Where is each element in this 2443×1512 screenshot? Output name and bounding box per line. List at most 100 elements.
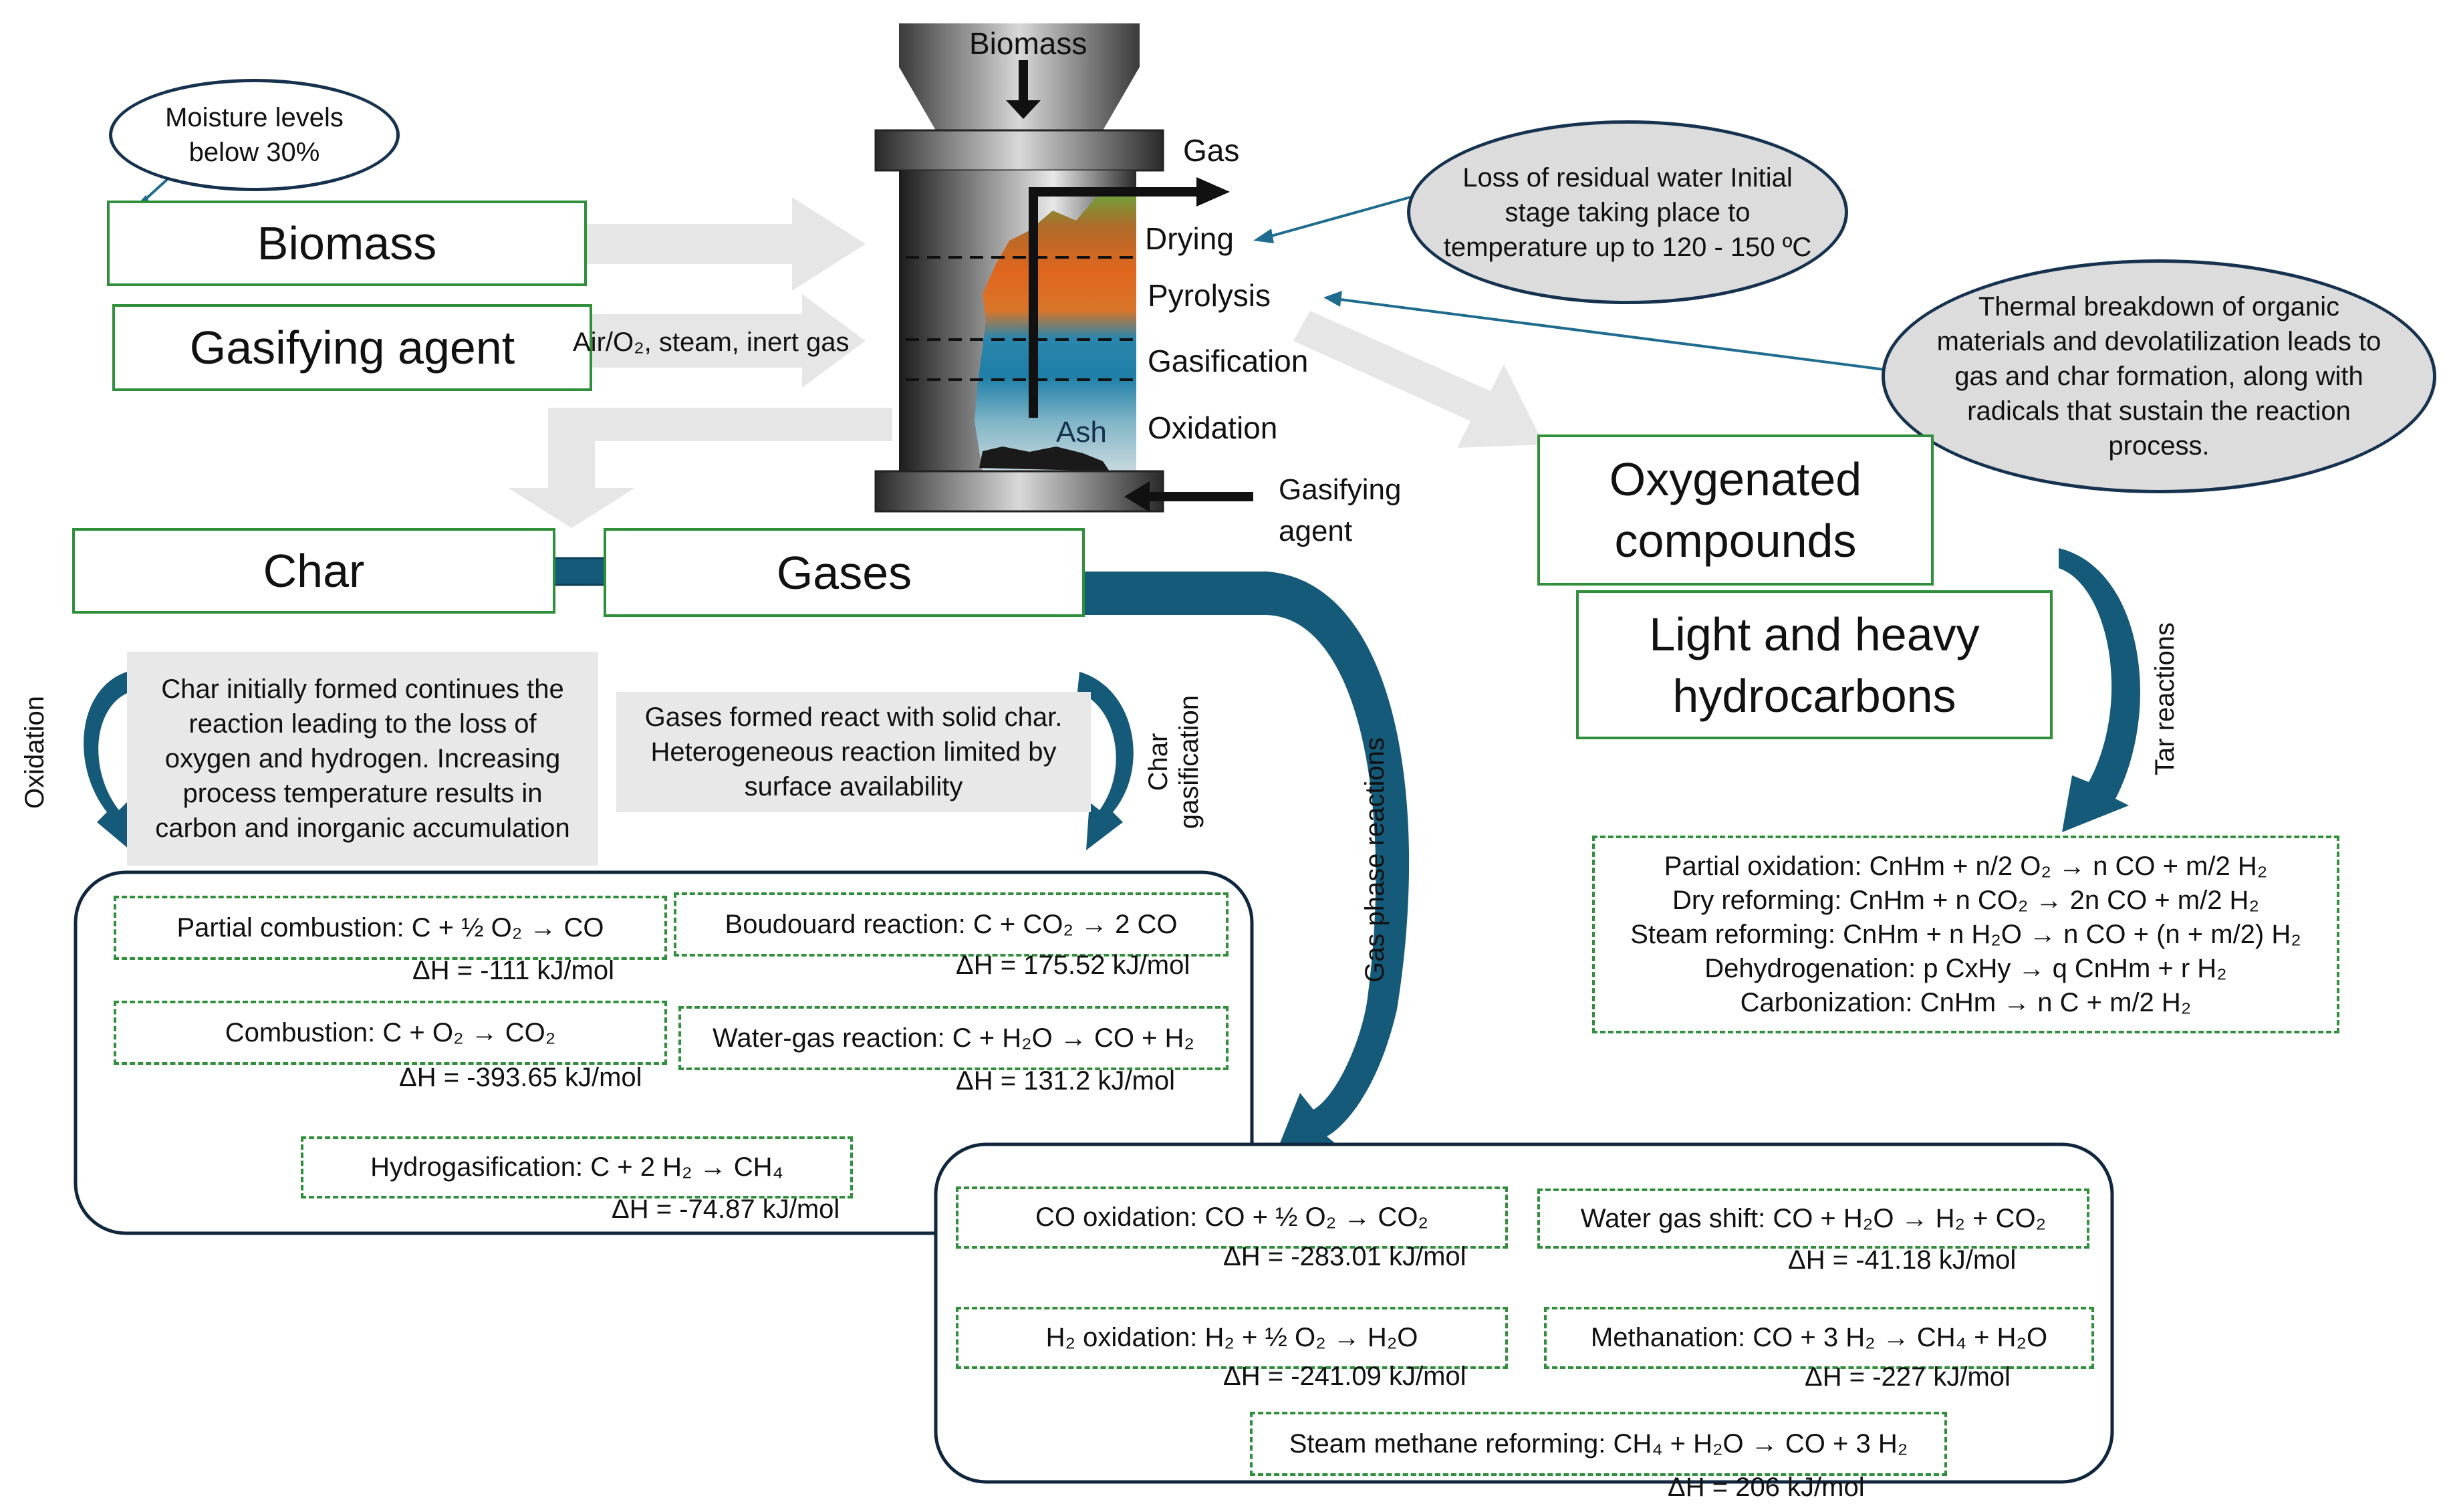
- char-gasification-curve-arrow: [1077, 672, 1134, 850]
- char-label: Char: [263, 545, 365, 597]
- drying-pointer: [1266, 196, 1411, 239]
- reaction-equation: C + H₂O → CO + H₂: [952, 1023, 1194, 1053]
- ash-label: Ash: [1056, 416, 1107, 449]
- hydrocarbons-label: Light and heavy hydrocarbons: [1649, 608, 1980, 722]
- reaction-name: Hydrogasification: [370, 1152, 575, 1182]
- zone-oxidation: Oxidation: [1148, 410, 1278, 445]
- gas-reaction-co-oxidation: CO oxidation: CO + ½ O₂ → CO₂: [956, 1186, 1508, 1249]
- char-reaction-water-gas: Water-gas reaction: C + H₂O → CO + H₂: [678, 1006, 1229, 1070]
- agent-inlet-label: Gasifying agent: [1279, 473, 1402, 547]
- reaction-name: Steam methane reforming: [1289, 1428, 1599, 1459]
- gasifying-agent-label: Gasifying agent: [189, 322, 515, 374]
- agent-types: Air/O₂, steam, inert gas: [573, 328, 850, 357]
- reaction-equation: CnHm + n CO₂ → 2n CO + m/2 H₂: [1849, 885, 2259, 915]
- gas-reaction-dh: ΔH = 206 kJ/mol: [1668, 1473, 1865, 1502]
- gas-reaction-steam-methane-reforming: Steam methane reforming: CH₄ + H₂O → CO …: [1250, 1412, 1947, 1476]
- char-reactions-container: [74, 870, 1254, 1235]
- tar-reactions-box: Partial oxidation: CnHm + n/2 O₂ → n CO …: [1592, 836, 2339, 1033]
- reaction-name: Partial combustion: [176, 912, 397, 942]
- tar-reaction-row: Dehydrogenation: p CxHy → q CnHm + r H₂: [1704, 953, 2227, 983]
- drying-pointer-head: [1253, 229, 1274, 243]
- char-reaction-dh: ΔH = 131.2 kJ/mol: [956, 1066, 1175, 1096]
- gases-note-box: Gases formed react with solid char. Hete…: [616, 692, 1091, 812]
- pyrolysis-note: Thermal breakdown of organic materials a…: [1936, 292, 2382, 461]
- feed-arrow-head: [1006, 100, 1041, 119]
- reaction-equation: C + 2 H₂ → CH₄: [590, 1152, 783, 1182]
- char-reaction-dh: ΔH = 175.52 kJ/mol: [956, 951, 1190, 980]
- reaction-equation: CnHm + n/2 O₂ → n CO + m/2 H₂: [1869, 851, 2268, 881]
- reaction-name: Boudouard reaction: [725, 909, 958, 939]
- reaction-equation: CnHm + n H₂O → n CO + (n + m/2) H₂: [1843, 919, 2301, 949]
- gas-outlet-vertical: [1029, 187, 1038, 418]
- reaction-equation: C + ½ O₂ → CO: [411, 912, 604, 942]
- char-note-box: Char initially formed continues the reac…: [127, 652, 598, 866]
- oxidation-pathway-label: Oxidation: [20, 696, 49, 809]
- char-note: Char initially formed continues the reac…: [155, 674, 570, 843]
- agent-inlet-shaft: [1146, 492, 1253, 501]
- flow-arrow-biomass: [535, 197, 866, 291]
- biomass-box: Biomass: [107, 201, 587, 286]
- reactor-hopper-neck: [899, 23, 1140, 67]
- reaction-name: Combustion: [225, 1017, 368, 1047]
- tar-reaction-row: Steam reforming: CnHm + n H₂O → n CO + (…: [1630, 919, 2301, 949]
- gas-reaction-dh: ΔH = -283.01 kJ/mol: [1223, 1242, 1466, 1271]
- char-reaction-combustion: Combustion: C + O₂ → CO₂: [114, 1001, 667, 1065]
- gasifying-agent-box: Gasifying agent: [112, 304, 592, 391]
- gasifier-reactor: [874, 23, 1253, 513]
- flow-arrows: [508, 197, 1544, 528]
- char-reaction-dh: ΔH = -74.87 kJ/mol: [612, 1194, 840, 1224]
- reaction-name: Water gas shift: [1580, 1203, 1759, 1233]
- gases-box: Gases: [604, 528, 1085, 617]
- pyrolysis-pointer-head: [1323, 291, 1342, 307]
- tar-pathway-label: Tar reactions: [2150, 622, 2180, 775]
- reactor-zone-bed: [975, 194, 1136, 471]
- gas-label: Gas: [1183, 133, 1240, 168]
- moisture-note: Moisture levels below 30%: [165, 103, 344, 167]
- reaction-name: CO oxidation: [1035, 1203, 1190, 1232]
- char-gasification-text: Char gasification: [1144, 695, 1204, 830]
- drying-note: Loss of residual water Initial stage tak…: [1443, 162, 1812, 262]
- reaction-equation: C + CO₂ → 2 CO: [973, 909, 1178, 939]
- reaction-equation: p CxHy → q CnHm + r H₂: [1923, 953, 2227, 983]
- flow-arrow-oxygenated: [1293, 311, 1544, 448]
- reaction-name: H₂ oxidation: [1045, 1323, 1190, 1352]
- tar-reaction-row: Dry reforming: CnHm + n CO₂ → 2n CO + m/…: [1672, 885, 2259, 915]
- feed-arrow-shaft: [1019, 60, 1028, 104]
- moisture-callout: Moisture levels below 30%: [109, 79, 400, 191]
- gases-note: Gases formed react with solid char. Hete…: [644, 703, 1063, 801]
- flow-arrow-agent: [545, 294, 866, 388]
- zone-pyrolysis: Pyrolysis: [1148, 278, 1271, 313]
- pyrolysis-callout: Thermal breakdown of organic materials a…: [1882, 259, 2436, 493]
- reaction-name: Carbonization: [1740, 987, 1906, 1017]
- char-reaction-partial-combustion: Partial combustion: C + ½ O₂ → CO: [114, 896, 667, 960]
- gas-reaction-dh: ΔH = -41.18 kJ/mol: [1788, 1245, 2017, 1275]
- reaction-name: Dehydrogenation: [1704, 953, 1908, 983]
- drying-callout: Loss of residual water Initial stage tak…: [1407, 120, 1848, 304]
- reaction-name: Steam reforming: [1630, 919, 1828, 949]
- reaction-name: Methanation: [1590, 1323, 1739, 1352]
- curved-arrows: [84, 548, 2140, 1160]
- reaction-equation: CnHm → n C + m/2 H₂: [1920, 987, 2192, 1017]
- reactor-ash-pile: [979, 447, 1110, 471]
- oxygenated-box: Oxygenated compounds: [1537, 434, 1934, 586]
- oxidation-curve-arrow: [84, 672, 130, 850]
- reaction-equation: H₂ + ½ O₂ → H₂O: [1204, 1323, 1418, 1352]
- biomass-label: Biomass: [257, 217, 437, 269]
- char-reaction-dh: ΔH = -111 kJ/mol: [412, 956, 614, 985]
- reaction-equation: C + O₂ → CO₂: [382, 1017, 556, 1047]
- tar-curve-arrow: [2059, 548, 2140, 832]
- reaction-equation: CO + 3 H₂ → CH₄ + H₂O: [1753, 1323, 2048, 1352]
- reaction-name: Water-gas reaction: [713, 1023, 938, 1053]
- hydrocarbons-box: Light and heavy hydrocarbons: [1576, 590, 2053, 739]
- gas-reaction-h2-oxidation: H₂ oxidation: H₂ + ½ O₂ → H₂O: [956, 1307, 1508, 1369]
- flow-arrow-products: [508, 408, 892, 528]
- agent-inlet-head: [1124, 481, 1150, 512]
- oxygenated-label: Oxygenated compounds: [1609, 453, 1862, 567]
- reactor-top-label: Biomass: [969, 26, 1087, 61]
- gas-reaction-dh: ΔH = -227 kJ/mol: [1805, 1362, 2011, 1392]
- zone-drying: Drying: [1145, 221, 1234, 256]
- char-reaction-hydrogasification: Hydrogasification: C + 2 H₂ → CH₄: [301, 1136, 853, 1199]
- gas-reaction-water-gas-shift: Water gas shift: CO + H₂O → H₂ + CO₂: [1537, 1188, 2089, 1249]
- gases-label: Gases: [776, 546, 912, 599]
- gas-phase-pathway-label: Gas phase reactions: [1360, 737, 1390, 983]
